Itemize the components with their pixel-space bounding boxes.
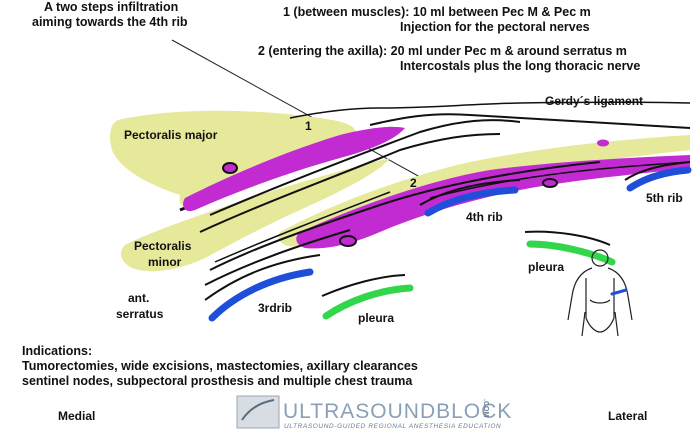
pectoralis-minor-muscle xyxy=(120,158,391,272)
logo-probe-icon xyxy=(241,399,275,421)
deep-line-4 xyxy=(429,161,691,199)
medial-label: Medial xyxy=(58,409,95,423)
lateral-label: Lateral xyxy=(608,409,647,423)
indications-title: Indications: xyxy=(22,344,92,358)
ant-serratus-label-1: ant. xyxy=(128,291,149,305)
pleura-left-line xyxy=(322,284,414,320)
gerdy-line xyxy=(369,113,691,129)
deep-fascia-purple xyxy=(296,155,690,249)
ant-serratus-label-2: serratus xyxy=(116,307,164,321)
fascia-line-2 xyxy=(199,133,501,233)
fifth-rib-label: 5th rib xyxy=(646,191,683,205)
pleura-right-line xyxy=(526,240,616,266)
pectoralis-minor-label-2: minor xyxy=(148,255,182,269)
marker-1: 1 xyxy=(305,119,312,133)
logo-main-text: ULTRASOUNDBLOCK xyxy=(283,400,512,423)
fourth-rib-outline xyxy=(419,179,521,206)
step1-line-2: Injection for the pectoral nerves xyxy=(400,20,590,34)
probe-marker xyxy=(610,288,628,296)
pleura-right-label: pleura xyxy=(528,260,564,274)
body-silhouette-icon xyxy=(567,249,633,337)
third-rib-outline xyxy=(204,254,321,301)
logo-sub-text: ULTRASOUND-GUIDED REGIONAL ANESTHESIA ED… xyxy=(284,423,501,430)
pleura-left-label: pleura xyxy=(358,311,394,325)
pectoral-fascia-upper xyxy=(183,126,405,212)
fifth-rib-outline xyxy=(624,161,691,181)
fifth-rib xyxy=(626,166,692,192)
pectoralis-major-label: Pectoralis major xyxy=(124,128,218,142)
needle-trajectory-line xyxy=(171,39,441,189)
deep-line-1 xyxy=(209,161,601,271)
logo-com-text: .COM xyxy=(482,399,489,417)
vessel-small-top xyxy=(597,139,609,147)
vessel-lower xyxy=(339,235,357,247)
pleura-right-outline xyxy=(524,230,611,246)
pectoralis-major-muscle xyxy=(110,110,357,207)
step2-line-2: Intercostals plus the long thoracic nerv… xyxy=(400,59,640,73)
fourth-rib xyxy=(424,186,519,217)
step2-line-1: 2 (entering the axilla): 20 ml under Pec… xyxy=(258,44,627,58)
indications-line-1: Tumorectomies, wide excisions, mastectom… xyxy=(22,359,418,373)
marker-2: 2 xyxy=(410,176,417,190)
fascia-line-1 xyxy=(209,119,521,216)
pectoralis-minor-label-1: Pectoralis xyxy=(134,239,192,253)
vessel-upper xyxy=(222,162,238,174)
title-line-1: A two steps infiltration xyxy=(44,0,178,14)
deep-line-3 xyxy=(214,191,391,263)
vessel-right xyxy=(542,178,558,188)
indications-line-2: sentinel nodes, subpectoral prosthesis a… xyxy=(22,374,413,388)
third-rib xyxy=(208,268,314,322)
step1-line-1: 1 (between muscles): 10 ml between Pec M… xyxy=(283,5,591,19)
gerdy-ligament-label: Gerdy´s ligament xyxy=(545,94,643,108)
fourth-rib-label: 4th rib xyxy=(466,210,503,224)
title-line-2: aiming towards the 4th rib xyxy=(32,15,188,29)
third-rib-label: 3rdrib xyxy=(258,301,292,315)
superficial-line xyxy=(289,101,691,119)
pleura-left-outline xyxy=(321,274,406,297)
ultrasoundblock-logo: ULTRASOUNDBLOCK .COM ULTRASOUND-GUIDED R… xyxy=(236,395,512,430)
deep-line-2 xyxy=(204,229,351,286)
